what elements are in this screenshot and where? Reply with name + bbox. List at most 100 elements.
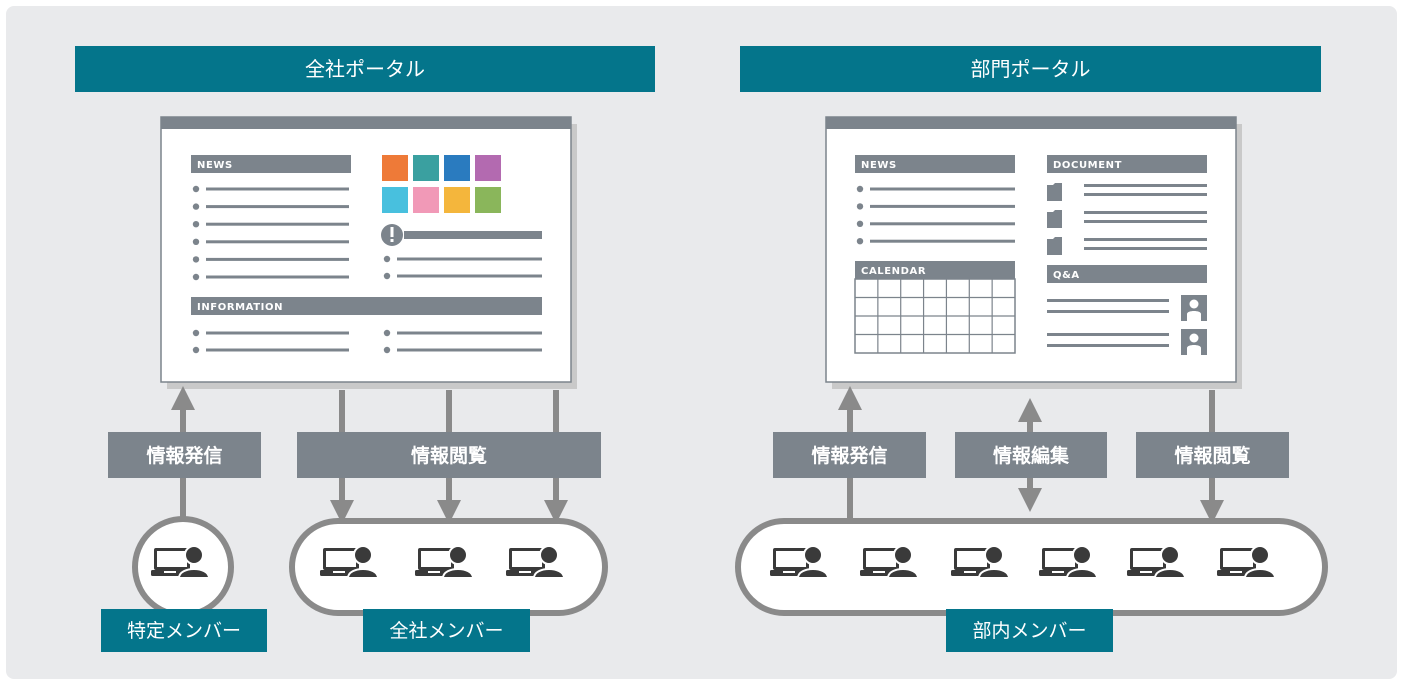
folder-icon — [1047, 237, 1062, 255]
action-view-box — [297, 432, 601, 478]
news-list — [856, 185, 1015, 245]
alert-row — [381, 224, 542, 246]
calendar-grid — [854, 278, 1016, 354]
document-section-bar — [1047, 155, 1207, 173]
action-view-label: 情報閲覧 — [1174, 444, 1250, 467]
list-line — [1047, 344, 1169, 347]
left-portal-title: 全社ポータル — [305, 57, 425, 81]
list-line — [1084, 247, 1207, 250]
list-line — [206, 240, 349, 244]
right-portal-title: 部門ポータル — [971, 57, 1091, 81]
laptop-user-icon — [150, 545, 210, 579]
news-section-bar — [855, 155, 1015, 173]
app-tile-grid — [382, 155, 501, 213]
list-bullet — [192, 273, 200, 281]
list-line — [870, 187, 1015, 191]
laptop-user-icon — [950, 545, 1010, 579]
laptop-user-icon — [1126, 545, 1186, 579]
information-section-label: INFORMATION — [197, 302, 283, 313]
list-line — [397, 274, 542, 278]
list-line — [206, 205, 349, 209]
group-specific-box — [101, 609, 267, 652]
list-line — [1047, 310, 1169, 313]
list-bullet — [856, 238, 864, 245]
list-line — [1084, 211, 1207, 214]
list-line — [870, 222, 1015, 226]
laptop-user-icon — [414, 545, 474, 579]
left-portal-window: NEWS INFORMATION — [160, 116, 577, 389]
laptop-user-icon — [859, 545, 919, 579]
app-tile — [413, 187, 439, 213]
list-bullet — [192, 329, 200, 337]
user-icon — [1181, 329, 1207, 355]
action-send-label: 情報発信 — [811, 444, 887, 467]
qa-section-label: Q&A — [1053, 270, 1080, 281]
list-line — [870, 239, 1015, 243]
list-line — [397, 257, 542, 261]
list-line — [1047, 299, 1169, 302]
right-portal: 部門ポータル NEWS DOCUMENT CALENDAR Q&A 情報発信 — [735, 46, 1328, 652]
qa-section-bar — [1047, 265, 1207, 283]
right-portal-window: NEWS DOCUMENT CALENDAR Q&A — [825, 116, 1242, 389]
list-line — [1084, 238, 1207, 241]
laptop-user-icon — [505, 545, 565, 579]
news-section-label: NEWS — [197, 160, 233, 171]
right-portal-header — [740, 46, 1321, 92]
information-list — [192, 329, 542, 354]
laptop-user-icon — [319, 545, 379, 579]
document-list — [1047, 183, 1207, 255]
list-bullet — [383, 329, 391, 337]
list-bullet — [856, 220, 864, 227]
list-line — [1047, 333, 1169, 336]
group-company-label: 全社メンバー — [389, 620, 503, 642]
action-view-label: 情報閲覧 — [411, 444, 487, 467]
list-bullet — [856, 185, 864, 193]
app-tile — [475, 187, 501, 213]
list-bullet — [192, 221, 200, 228]
left-portal: 全社ポータル NEWS INFORMATION — [75, 46, 655, 652]
app-tile — [475, 155, 501, 181]
group-department-label: 部内メンバー — [972, 620, 1086, 642]
group-specific-label: 特定メンバー — [127, 620, 241, 642]
list-bullet — [192, 346, 200, 354]
user-icon — [1181, 295, 1207, 321]
department-member-group: 部内メンバー — [735, 518, 1328, 652]
list-line — [1084, 184, 1207, 187]
news-section-label: NEWS — [861, 160, 897, 171]
app-tile — [382, 187, 408, 213]
list-bullet — [192, 256, 200, 263]
list-line — [1084, 193, 1207, 196]
list-line — [397, 331, 542, 335]
laptop-user-icon — [769, 545, 829, 579]
laptop-user-icon — [1038, 545, 1098, 579]
group-company-box — [363, 609, 530, 652]
list-line — [870, 204, 1015, 208]
calendar-section-bar — [855, 261, 1015, 279]
news-section-bar — [191, 155, 351, 173]
action-send-label: 情報発信 — [146, 444, 222, 467]
list-bullet — [856, 203, 864, 210]
list-line — [206, 275, 349, 279]
list-line — [206, 257, 349, 261]
app-tile — [444, 155, 470, 181]
calendar-section-label: CALENDAR — [861, 266, 926, 277]
action-view-box — [1136, 432, 1289, 478]
list-bullet — [383, 346, 391, 354]
list-bullet — [383, 272, 391, 280]
list-line — [1084, 220, 1207, 223]
list-line — [206, 187, 349, 191]
list-line — [206, 222, 349, 226]
app-tile — [382, 155, 408, 181]
action-send-box — [773, 432, 926, 478]
news-list — [192, 185, 349, 281]
list-bullet — [192, 185, 200, 193]
folder-icon — [1047, 183, 1062, 201]
alert-list — [383, 255, 542, 280]
company-member-group: 全社メンバー — [289, 518, 608, 652]
left-portal-header — [75, 46, 655, 92]
action-edit-label: 情報編集 — [993, 444, 1070, 467]
list-line — [397, 348, 542, 352]
laptop-user-icon — [1216, 545, 1276, 579]
document-section-label: DOCUMENT — [1053, 160, 1122, 171]
